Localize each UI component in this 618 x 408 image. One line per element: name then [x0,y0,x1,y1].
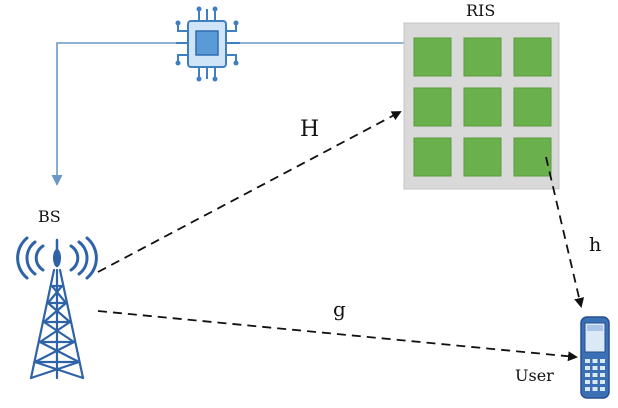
cell-tower-icon [16,236,98,380]
user-label: User [515,366,554,385]
ris-label: RIS [466,1,496,20]
link-bs-ris [97,111,402,273]
ris-element-grid [413,37,552,177]
ris-element [463,37,502,77]
channel-label-g: g [333,297,346,321]
ris-element [463,87,502,127]
ris-element [463,137,502,177]
ris-element [513,137,552,177]
control-line-to-bs [51,42,176,186]
link-ris-user [545,156,585,308]
channel-links [97,111,585,362]
link-bs-user [97,310,578,362]
ris-panel [403,22,560,190]
channel-label-H: H [300,117,320,142]
ris-element [413,87,452,127]
ris-element [413,137,452,177]
ris-element [513,87,552,127]
ris-element [513,37,552,77]
channel-label-h: h [589,234,602,256]
ris-element [413,37,452,77]
control-lines [51,42,404,186]
mobile-phone-icon [580,316,610,399]
bs-label: BS [38,207,61,226]
microchip-icon [175,6,240,82]
